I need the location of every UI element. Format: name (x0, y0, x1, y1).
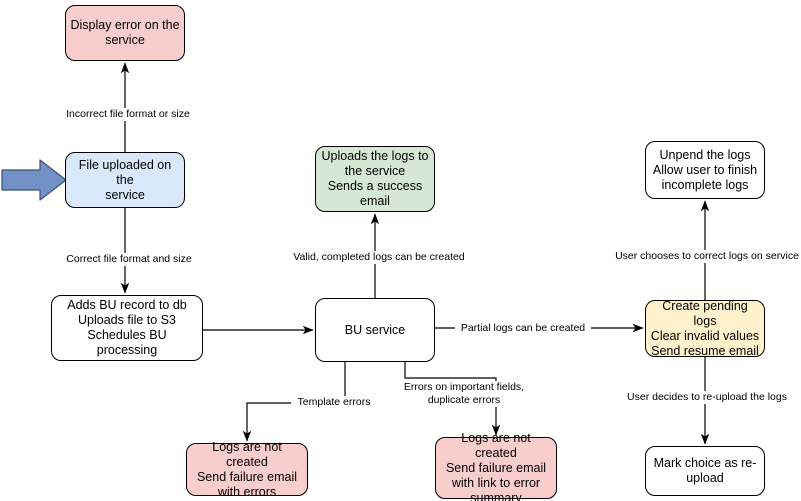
node-bu-service[interactable]: BU service (315, 298, 435, 362)
edge-label-partial-logs: Partial logs can be created (455, 322, 591, 335)
entry-arrow-icon (1, 159, 67, 201)
edge-label-template-errors: Template errors (291, 396, 377, 409)
edge-label-user-reupload: User decides to re-upload the logs (618, 391, 796, 404)
node-create-pending-logs[interactable]: Create pending logs Clear invalid values… (645, 299, 765, 358)
edge-label-valid-completed-logs: Valid, completed logs can be created (284, 251, 474, 264)
edge-label-correct-format: Correct file format and size (58, 253, 200, 266)
edge-label-errors-important-fields: Errors on important fields, duplicate er… (394, 381, 534, 407)
node-adds-bu-record[interactable]: Adds BU record to db Uploads file to S3 … (51, 295, 203, 361)
node-logs-not-created-template[interactable]: Logs are not created Send failure email … (186, 440, 308, 499)
node-unpend-logs[interactable]: Unpend the logs Allow user to finish inc… (645, 141, 765, 199)
edge-label-user-corrects-logs: User chooses to correct logs on service (607, 250, 801, 263)
node-display-error[interactable]: Display error on the service (65, 5, 185, 61)
node-file-uploaded[interactable]: File uploaded on the service (65, 152, 185, 208)
node-logs-not-created-errors[interactable]: Logs are not created Send failure email … (435, 431, 557, 501)
node-mark-reupload[interactable]: Mark choice as re- upload (645, 446, 765, 496)
edge-label-incorrect-format: Incorrect file format or size (56, 108, 200, 121)
node-uploads-logs[interactable]: Uploads the logs to the service Sends a … (315, 146, 435, 212)
